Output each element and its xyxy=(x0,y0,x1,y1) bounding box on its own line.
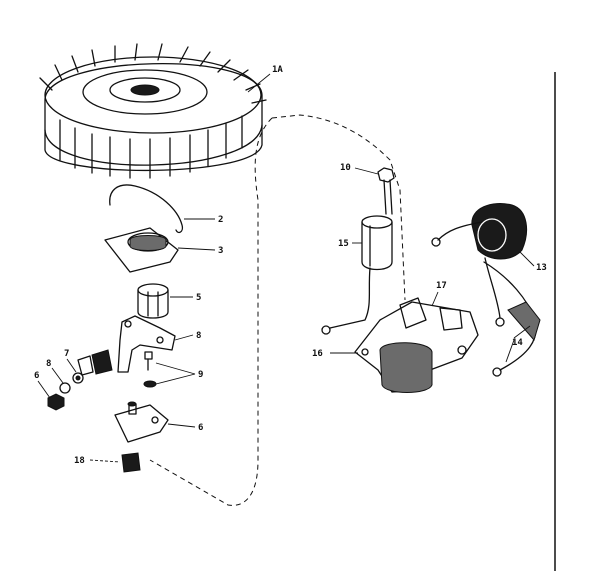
spring xyxy=(109,184,184,234)
base-plate xyxy=(114,401,169,443)
part-label-15: 15 xyxy=(338,239,349,249)
washer xyxy=(72,372,84,384)
part-label-16: 16 xyxy=(312,349,323,359)
coil xyxy=(431,203,528,327)
part-label-3: 3 xyxy=(218,246,223,256)
bracket xyxy=(354,297,479,393)
part-label-7: 7 xyxy=(64,349,69,359)
part-label-14: 14 xyxy=(512,338,523,348)
condenser xyxy=(321,215,393,335)
part-label-17: 17 xyxy=(436,281,447,291)
part-label-18: 18 xyxy=(74,456,85,466)
bolt xyxy=(377,167,395,215)
part-label-1a: 1A xyxy=(272,65,283,75)
nut-left xyxy=(47,393,65,411)
part-label-6: 6 xyxy=(198,423,203,433)
arm xyxy=(117,315,176,373)
cover xyxy=(104,227,179,273)
contact-points xyxy=(77,349,113,376)
assembly-dashed-line xyxy=(149,114,406,506)
part-label-8: 8 xyxy=(196,331,201,341)
flywheel xyxy=(39,43,267,179)
part-label-2: 2 xyxy=(218,215,223,225)
part-label-9: 9 xyxy=(198,370,203,380)
part-label-13: 13 xyxy=(536,263,547,273)
screws xyxy=(143,351,157,388)
part-label-11: 8 xyxy=(46,359,51,369)
clip xyxy=(121,452,141,473)
leads xyxy=(483,261,541,377)
part-label-5: 5 xyxy=(196,293,201,303)
part-label-10: 10 xyxy=(340,163,351,173)
lock-washer xyxy=(59,382,71,394)
part-label-8b: 6 xyxy=(34,371,39,381)
cam xyxy=(137,283,169,319)
